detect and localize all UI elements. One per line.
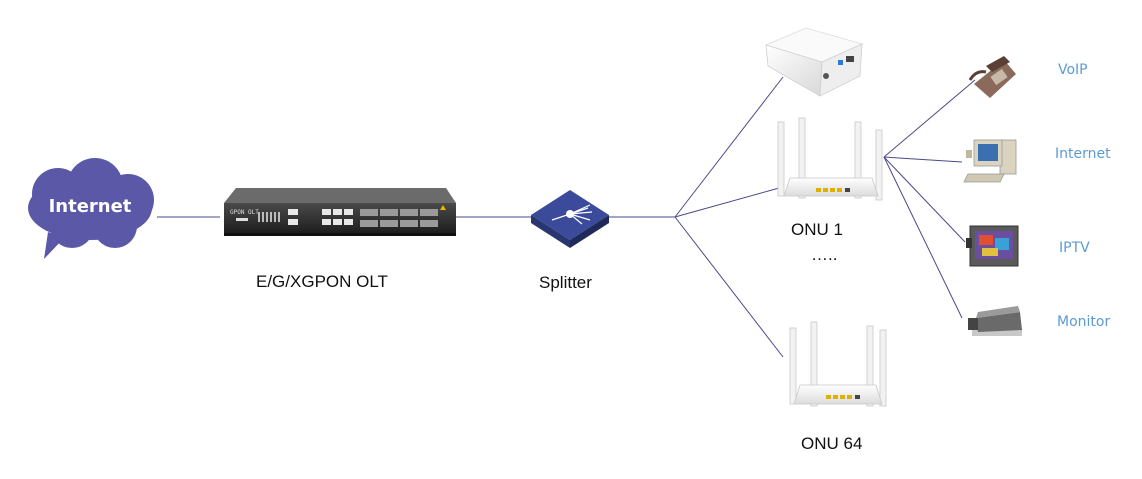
computer-icon (963, 139, 1017, 183)
onu-ellipsis-label: ….. (811, 245, 838, 264)
onu-64-router-icon (789, 321, 887, 407)
olt-panel-text: GPON OLT (230, 209, 259, 216)
internet-device-label: Internet (1055, 146, 1111, 162)
splitter-icon (531, 190, 609, 248)
onu-1-label: ONU 1 (791, 220, 843, 239)
internet-cloud-icon (28, 158, 154, 259)
voip-label: VoIP (1058, 62, 1088, 78)
splitter-label: Splitter (539, 273, 592, 292)
link-onu1-monitor (883, 156, 963, 319)
link-onu1-iptv (883, 156, 966, 243)
monitor-label: Monitor (1057, 314, 1111, 330)
olt-device-icon (224, 188, 456, 236)
connection-lines (157, 76, 976, 358)
onu-1-router-icon (777, 117, 883, 201)
iptv-label: IPTV (1059, 240, 1090, 256)
surveillance-camera-icon (968, 306, 1022, 336)
link-hub-onu-box (674, 76, 784, 218)
link-hub-onu1 (674, 187, 780, 218)
onu-box-icon (764, 27, 864, 97)
onu-64-label: ONU 64 (801, 434, 863, 453)
link-hub-onu64 (674, 216, 784, 358)
cloud-label: Internet (48, 196, 132, 217)
link-onu1-internet (883, 156, 963, 163)
tv-icon (966, 225, 1019, 267)
olt-label: E/G/XGPON OLT (256, 272, 388, 291)
phone-icon (968, 56, 1016, 98)
link-onu1-voip (883, 79, 976, 158)
